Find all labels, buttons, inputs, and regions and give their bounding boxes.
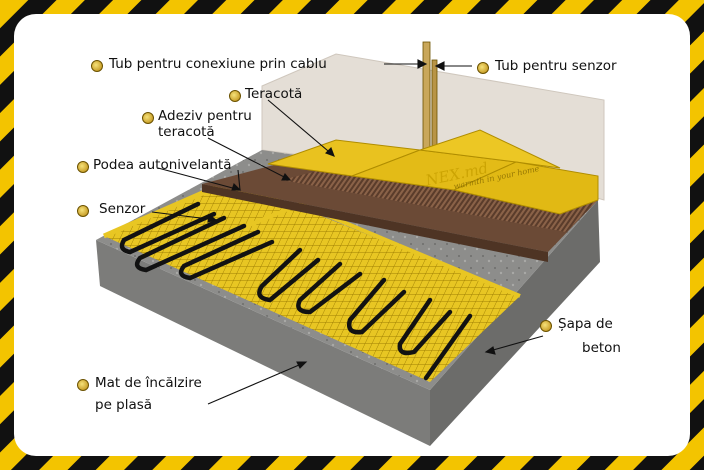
bullet-adeziv (142, 112, 154, 124)
label-mat-line2: pe plasă (95, 397, 152, 414)
label-tub-senzor: Tub pentru senzor (495, 58, 617, 75)
bullet-tub-senzor (477, 62, 489, 74)
bullet-mat (77, 379, 89, 391)
bullet-senzor (77, 205, 89, 217)
label-adeziv-line2: teracotă (158, 124, 215, 141)
label-sapa-line1: Șapa de (558, 316, 613, 333)
label-sapa-line2: beton (582, 340, 621, 357)
label-adeziv-line1: Adeziv pentru (158, 108, 252, 125)
bullet-sapa (540, 320, 552, 332)
label-senzor: Senzor (99, 201, 145, 218)
bullet-teracota (229, 90, 241, 102)
label-tub-cablu: Tub pentru conexiune prin cablu (109, 56, 327, 73)
bullet-podea (77, 161, 89, 173)
label-podea: Podea autonivelantă (93, 157, 232, 174)
label-teracota: Teracotă (245, 86, 302, 103)
label-mat-line1: Mat de încălzire (95, 375, 202, 392)
cable-conduit (423, 42, 430, 164)
bullet-tub-cablu (91, 60, 103, 72)
